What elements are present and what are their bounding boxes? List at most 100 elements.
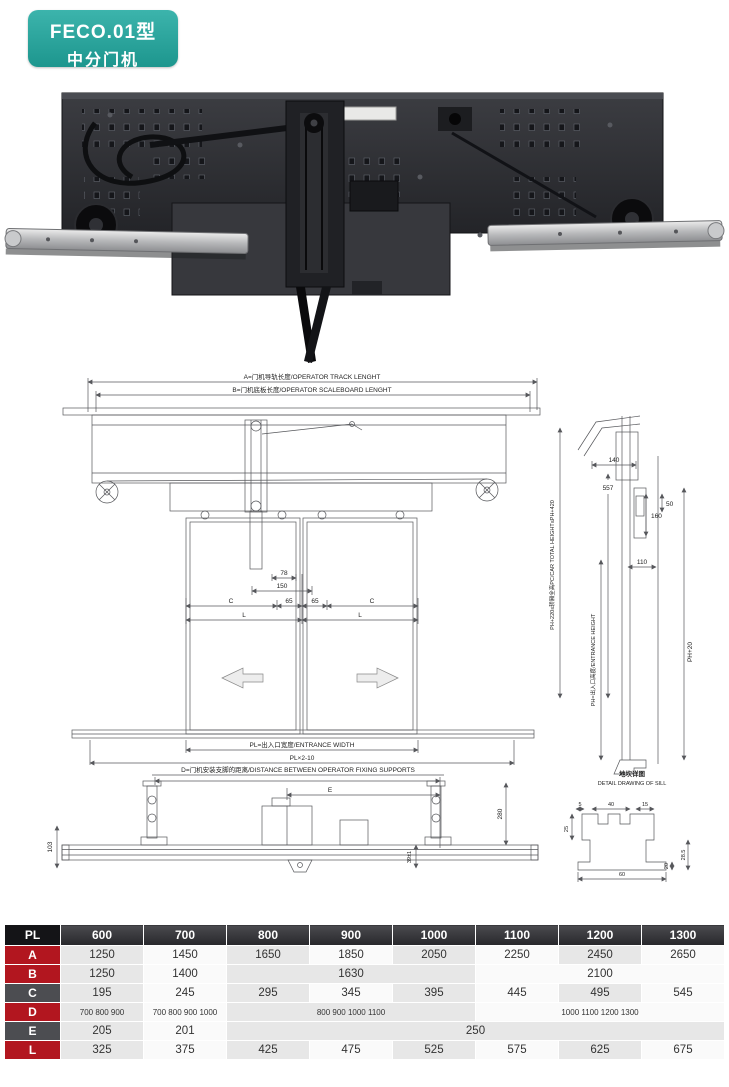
cell-c-1200: 495 xyxy=(558,983,642,1003)
cell-b-700: 1400 xyxy=(143,964,227,984)
dim-label-20: 20 xyxy=(664,863,670,869)
sill-detail-drawing xyxy=(569,806,691,882)
spec-row-c: C 195 245 295 345 395 445 495 545 xyxy=(4,983,725,1003)
dim-label-ph20: PH+20 xyxy=(687,642,694,662)
dim-label-39: 39±1 xyxy=(407,851,413,863)
cell-d-700: 700 800 900 1000 xyxy=(143,1002,227,1022)
dim-label-entrance-width: PL=出入口宽度/ENTRANCE WIDTH xyxy=(250,740,355,749)
row-label-e: E xyxy=(4,1021,61,1041)
dim-label-5: 5 xyxy=(578,802,581,808)
cell-a-900: 1850 xyxy=(309,945,393,965)
dim-label-50: 50 xyxy=(666,501,674,508)
cell-d-600: 700 800 900 xyxy=(60,1002,144,1022)
header-col-600: 600 xyxy=(60,924,144,946)
cell-c-900: 345 xyxy=(309,983,393,1003)
spec-row-b: B 1250 1400 1630 2100 xyxy=(4,964,725,984)
dim-label-15: 15 xyxy=(642,802,648,808)
cell-e-600: 205 xyxy=(60,1021,144,1041)
cell-e-700: 201 xyxy=(143,1021,227,1041)
dim-label-entrance-height: PH=出入口高度/ENTRANCE HEIGHT xyxy=(589,613,597,706)
cell-l-900: 475 xyxy=(309,1040,393,1060)
cell-a-700: 1450 xyxy=(143,945,227,965)
cell-l-700: 375 xyxy=(143,1040,227,1060)
right-sill-track xyxy=(487,220,725,252)
fixing-supports-drawing xyxy=(54,774,539,873)
cell-a-1200: 2450 xyxy=(558,945,642,965)
dim-label-track-length: A=门机导轨长度/OPERATOR TRACK LENGHT xyxy=(244,372,381,381)
row-label-l: L xyxy=(4,1040,61,1060)
model-name: FECO.01型 xyxy=(49,22,157,43)
cell-c-1100: 445 xyxy=(475,983,559,1003)
row-label-b: B xyxy=(4,964,61,984)
model-badge: FECO.01型 中分门机 xyxy=(28,10,178,69)
spec-row-e: E 205 201 250 xyxy=(4,1021,725,1041)
dim-label-28-5: 28.5 xyxy=(681,850,687,861)
header-col-800: 800 xyxy=(226,924,310,946)
header-col-1000: 1000 xyxy=(392,924,476,946)
header-col-700: 700 xyxy=(143,924,227,946)
spec-row-d: D 700 800 900 700 800 900 1000 800 900 1… xyxy=(4,1002,725,1022)
name-plate-sticker xyxy=(343,106,397,121)
cell-a-1100: 2250 xyxy=(475,945,559,965)
dim-label-pl-formula: PL×2-10 xyxy=(290,755,315,762)
row-label-a: A xyxy=(4,945,61,965)
sill-detail-title-cn: 地坎详图 xyxy=(619,769,646,778)
dim-label-150: 150 xyxy=(277,583,288,590)
cell-l-800: 425 xyxy=(226,1040,310,1060)
dim-label-110: 110 xyxy=(637,559,648,566)
cell-b-600: 1250 xyxy=(60,964,144,984)
cell-a-600: 1250 xyxy=(60,945,144,965)
cell-c-800: 295 xyxy=(226,983,310,1003)
technical-drawings: A=门机导轨长度/OPERATOR TRACK LENGHT B=门机底板长度/… xyxy=(47,372,694,882)
center-drive-unit xyxy=(285,100,472,288)
header-pl: PL xyxy=(4,924,61,946)
dim-label-car-height: PH+220≤轿厢全高PC/CAR TOTAL HEIGHT≤PH+420 xyxy=(548,500,556,630)
drive-chain xyxy=(82,121,597,219)
door-open-arrow-left xyxy=(221,667,264,689)
left-sill-track xyxy=(4,228,249,260)
cell-b-800-1000: 1630 xyxy=(226,964,476,984)
left-pulley-hub xyxy=(89,218,103,232)
cell-a-800: 1650 xyxy=(226,945,310,965)
row-label-d: D xyxy=(4,1002,61,1022)
sill-detail-title-en: DETAIL DRAWING OF SILL xyxy=(598,781,667,787)
cell-d-1100-1300: 1000 1100 1200 1300 xyxy=(475,1002,725,1022)
cell-l-1300: 675 xyxy=(641,1040,725,1060)
spec-table: PL 600 700 800 900 1000 1100 1200 1300 A… xyxy=(4,924,725,1060)
row-label-c: C xyxy=(4,983,61,1003)
header-col-900: 900 xyxy=(309,924,393,946)
dim-label-140: 140 xyxy=(609,457,620,464)
dim-label-60: 60 xyxy=(619,872,625,878)
cell-c-600: 195 xyxy=(60,983,144,1003)
product-photo xyxy=(4,92,725,363)
cell-a-1300: 2650 xyxy=(641,945,725,965)
cell-e-800-1300: 250 xyxy=(226,1021,725,1041)
dim-label-65-right: 65 xyxy=(311,598,319,605)
model-type: 中分门机 xyxy=(66,52,139,69)
cell-a-1000: 2050 xyxy=(392,945,476,965)
dim-label-scaleboard-length: B=门机底板长度/OPERATOR SCALEBOARD LENGHT xyxy=(232,385,391,394)
cell-l-1000: 525 xyxy=(392,1040,476,1060)
cell-l-1200: 625 xyxy=(558,1040,642,1060)
side-view-drawing xyxy=(557,415,687,775)
dim-label-78: 78 xyxy=(280,570,288,577)
table-header-row: PL 600 700 800 900 1000 1100 1200 1300 xyxy=(4,924,725,946)
header-col-1100: 1100 xyxy=(475,924,559,946)
dim-label-280: 280 xyxy=(497,808,504,819)
dim-label-l-right: L xyxy=(358,612,362,619)
cell-l-600: 325 xyxy=(60,1040,144,1060)
cell-c-1300: 545 xyxy=(641,983,725,1003)
dim-label-support-distance: D=门机安装支脚的距离/DISTANCE BETWEEN OPERATOR FI… xyxy=(181,765,415,774)
dim-label-557: 557 xyxy=(603,485,614,492)
cell-l-1100: 575 xyxy=(475,1040,559,1060)
cell-c-700: 245 xyxy=(143,983,227,1003)
front-view-drawing xyxy=(62,378,541,766)
cell-b-1100-1300: 2100 xyxy=(475,964,725,984)
dim-label-c-left: C xyxy=(229,598,234,605)
spec-row-l: L 325 375 425 475 525 575 625 675 xyxy=(4,1040,725,1060)
dim-label-e: E xyxy=(328,787,333,794)
dim-label-40: 40 xyxy=(608,802,614,808)
header-col-1200: 1200 xyxy=(558,924,642,946)
dim-label-c-right: C xyxy=(370,598,375,605)
